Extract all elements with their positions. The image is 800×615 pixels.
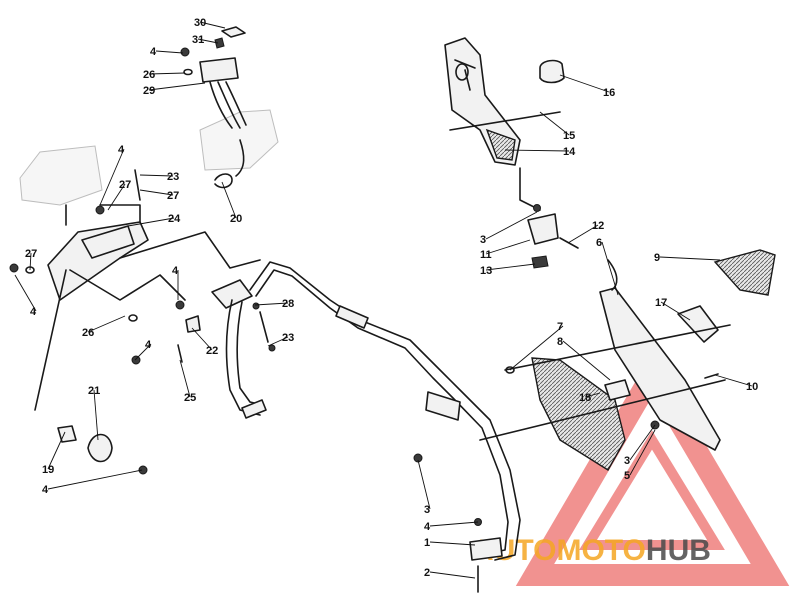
- callout-c16: 16: [603, 87, 615, 99]
- callout-c12: 12: [592, 220, 604, 232]
- clamp-parts: [34, 269, 148, 475]
- leader-c1: [429, 541, 476, 546]
- leader-c23b: [267, 336, 289, 347]
- leader-c27a: [107, 183, 126, 211]
- leader-c5: [629, 429, 656, 476]
- callout-c2: 2: [424, 567, 430, 579]
- callout-c26b: 26: [82, 327, 94, 339]
- brake-lever: [211, 279, 276, 419]
- callout-c4g: 4: [424, 521, 431, 533]
- callout-c4d: 4: [172, 265, 179, 277]
- callout-c31: 31: [192, 34, 204, 46]
- leader-c13: [485, 263, 536, 271]
- upper-right-bracket: [444, 37, 565, 211]
- leader-c4a: [155, 50, 184, 54]
- leader-c18: [584, 392, 601, 398]
- callout-c23a: 23: [167, 171, 179, 183]
- leader-lines: [14, 21, 753, 579]
- leader-c4b: [99, 148, 125, 206]
- leader-c14: [504, 149, 570, 152]
- leader-c27b: [139, 189, 174, 196]
- leader-c6: [601, 241, 619, 296]
- leader-c4g: [429, 521, 479, 527]
- watermark-brand: AUTOMOTOHUB: [472, 534, 711, 567]
- callout-c4e: 4: [145, 339, 152, 351]
- leader-c3a: [485, 211, 538, 240]
- callout-c27a: 27: [119, 179, 131, 191]
- callout-c26a: 26: [143, 69, 155, 81]
- ghost-frame: [19, 109, 279, 206]
- leader-c4e: [134, 343, 152, 361]
- leader-c16: [559, 74, 610, 93]
- callout-c17: 17: [655, 297, 667, 309]
- callout-c21: 21: [88, 385, 100, 397]
- leader-c24: [127, 217, 175, 227]
- callout-c8: 8: [557, 336, 563, 348]
- callout-c27b: 27: [167, 190, 179, 202]
- callout-c6: 6: [596, 237, 602, 249]
- leader-c26b: [87, 315, 126, 333]
- leader-c4f: [47, 469, 143, 490]
- callout-c24: 24: [168, 213, 181, 225]
- leader-c31: [197, 38, 219, 44]
- leader-c19: [47, 431, 66, 470]
- callout-c20: 20: [230, 213, 242, 225]
- callout-c28: 28: [282, 298, 294, 310]
- callout-c3b: 3: [624, 455, 630, 467]
- leader-c3c: [417, 459, 431, 510]
- callout-c3c: 3: [424, 504, 430, 516]
- callout-c4f: 4: [42, 484, 49, 496]
- leader-c30: [199, 21, 226, 29]
- callout-c18: 18: [579, 392, 591, 404]
- callout-c22: 22: [206, 345, 218, 357]
- leader-c21: [93, 389, 99, 441]
- leader-c7: [509, 325, 564, 371]
- leader-c26a: [148, 72, 186, 75]
- leader-c4c: [14, 274, 37, 312]
- callout-c23b: 23: [282, 332, 294, 344]
- callout-c9: 9: [654, 252, 660, 264]
- small-bracket: [527, 204, 579, 269]
- callout-c4a: 4: [150, 46, 157, 58]
- callout-c29: 29: [143, 85, 155, 97]
- callout-c19: 19: [42, 464, 54, 476]
- callout-c4b: 4: [118, 144, 125, 156]
- leader-c25: [179, 359, 191, 398]
- leader-c3b: [629, 424, 656, 461]
- callout-c15: 15: [563, 130, 575, 142]
- leader-c28: [254, 302, 289, 306]
- callout-c4c: 4: [30, 306, 37, 318]
- main-bar: [249, 261, 521, 593]
- leader-c27c: [29, 252, 32, 271]
- brand-suffix: HUB: [646, 534, 711, 567]
- callout-c11: 11: [480, 249, 492, 261]
- leader-c2: [429, 571, 476, 579]
- brand-mid: MOTO: [556, 534, 645, 567]
- callout-c3a: 3: [480, 234, 486, 246]
- right-plates: [479, 249, 776, 471]
- leader-c17: [660, 301, 691, 321]
- leader-c10: [714, 374, 753, 387]
- callout-c13: 13: [480, 265, 492, 277]
- callout-c10: 10: [746, 381, 758, 393]
- callout-c1: 1: [424, 537, 430, 549]
- callout-c14: 14: [563, 146, 576, 158]
- callout-c5: 5: [624, 470, 630, 482]
- leader-c11: [485, 239, 531, 255]
- leader-c12: [567, 224, 599, 244]
- switch-assembly: [180, 26, 247, 189]
- callout-c27c: 27: [25, 248, 37, 260]
- leader-c9: [659, 256, 721, 261]
- leader-c15: [539, 111, 570, 136]
- leader-c20: [221, 181, 237, 219]
- leader-c23a: [139, 174, 174, 177]
- leader-c22: [191, 327, 213, 351]
- callout-c7: 7: [557, 321, 563, 333]
- callout-c30: 30: [194, 17, 206, 29]
- callout-c25: 25: [184, 392, 196, 404]
- leader-c8: [562, 340, 611, 381]
- leader-c29: [148, 82, 206, 91]
